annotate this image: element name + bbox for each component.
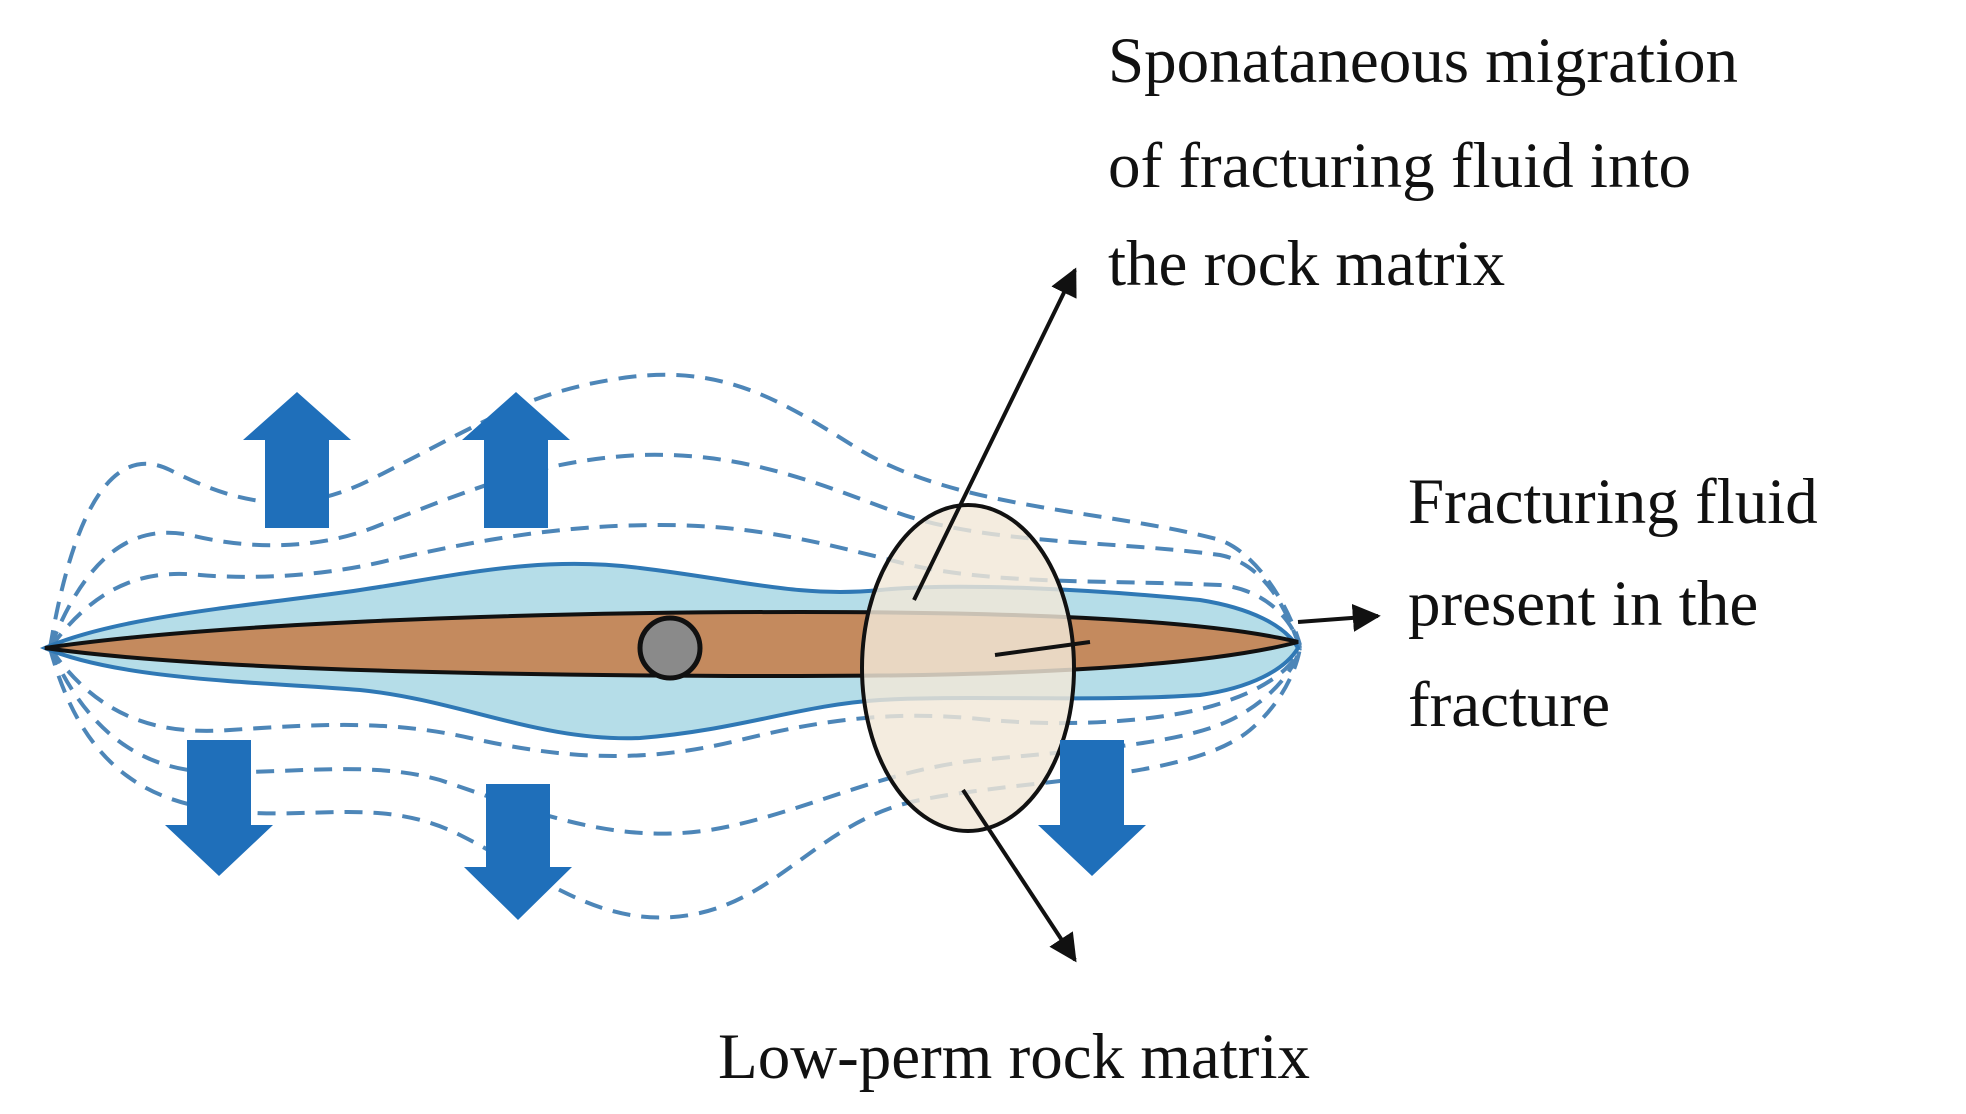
fracture-tip-inside-ellipse — [994, 640, 1091, 657]
migration-label-line-2: of fracturing fluid into — [1108, 130, 1691, 202]
arrow-down-icon — [165, 740, 273, 876]
dashed-line-upper-middle — [48, 452, 1302, 649]
migration-label-line-1: Sponataneous migration — [1108, 25, 1738, 97]
arrow-down-icon — [1038, 740, 1146, 876]
fluid-in-fracture-label: Fracturing fluid present in the fracture — [1408, 466, 1834, 741]
dashed-line-lower-inner — [48, 646, 1302, 759]
arrow-up-icon — [243, 392, 351, 528]
arrow-down-icon — [464, 784, 572, 920]
dashed-line-upper-inner — [48, 522, 1302, 650]
fluid-label-line-3: fracture — [1408, 669, 1610, 741]
rock-matrix-ellipse — [860, 503, 1076, 833]
migration-label-line-3: the rock matrix — [1108, 228, 1505, 300]
pointer-arrows — [912, 267, 1381, 963]
rock-matrix-label: Low-perm rock matrix — [718, 1021, 1310, 1093]
arrow-up-icon — [462, 392, 570, 528]
wellbore — [637, 615, 703, 681]
dashed-line-lower-outer — [48, 647, 1302, 920]
pointer-to-matrix-label — [961, 788, 1077, 963]
migration-label: Sponataneous migration of fracturing flu… — [1108, 25, 1754, 300]
fluid-label-line-2: present in the — [1408, 568, 1758, 640]
stress-arrows — [165, 392, 1146, 920]
pointer-to-migration-label — [912, 267, 1077, 601]
pointer-to-fluid-label — [1297, 603, 1381, 632]
fluid-label-line-1: Fracturing fluid — [1408, 466, 1818, 538]
dashed-line-upper-outer — [48, 372, 1302, 649]
